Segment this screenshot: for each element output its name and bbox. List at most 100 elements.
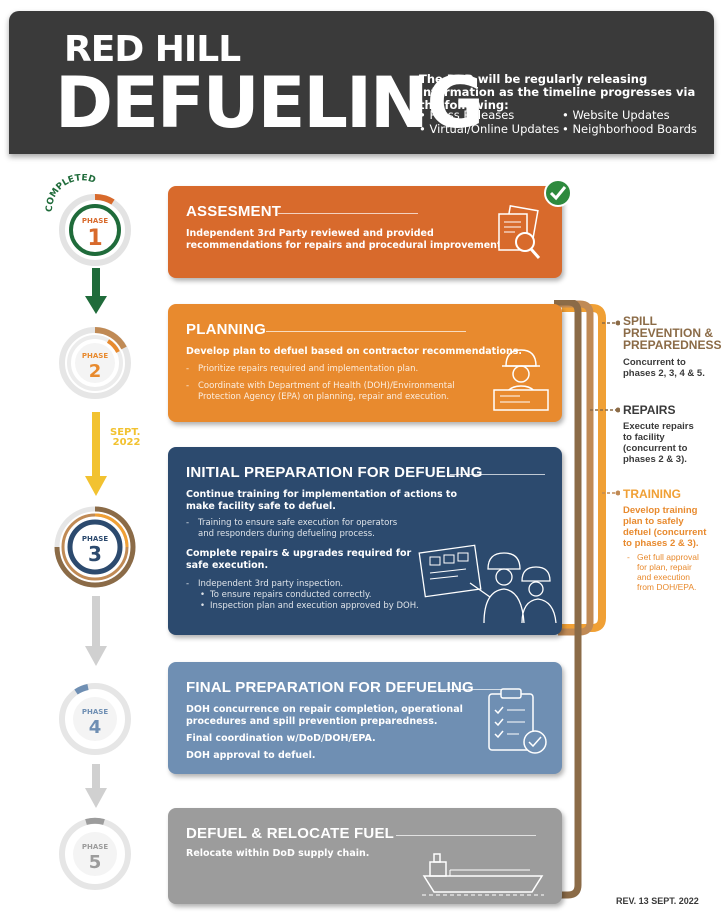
bullet-dot: • (200, 601, 206, 611)
title-rule (266, 331, 466, 332)
card-text: Develop plan to defuel based on contract… (186, 346, 523, 357)
concurrency-brackets (554, 300, 620, 899)
title-rule (396, 835, 536, 836)
phase-number: 5 (89, 852, 102, 873)
side-text: to facility (623, 432, 665, 443)
card-title: INITIAL PREPARATION FOR DEFUELING (186, 464, 483, 481)
phase-5-dial: PHASE 5 (59, 817, 131, 890)
title-rule (438, 689, 508, 690)
phase-label: PHASE (82, 535, 108, 543)
card-text-line: procedures and spill prevention prepared… (186, 716, 438, 727)
side-title: PREVENTION & (623, 326, 714, 340)
card-title: DEFUEL & RELOCATE FUEL (186, 825, 395, 842)
side-text: (concurrent to (623, 443, 688, 454)
header-intro: The DoD will be regularly releasing info… (419, 72, 696, 112)
side-spill-prevention: SPILL PREVENTION & PREPAREDNESS Concurre… (623, 315, 721, 379)
arrow-down-gray-icon (85, 596, 107, 666)
bullet-dash: - (186, 579, 190, 589)
card-bullet: and responders during defueling process. (198, 529, 375, 539)
side-title: TRAINING (623, 487, 681, 501)
documents-icon (498, 204, 541, 259)
card-bullet: Training to ensure safe execution for op… (198, 518, 398, 528)
card-bullet: Prioritize repairs required and implemen… (198, 364, 419, 374)
phase-number: 1 (87, 226, 102, 251)
card-bullet: Independent 3rd party inspection. (198, 579, 344, 589)
channels-list-2: Website Updates Neighborhood Boards (562, 108, 697, 136)
bullet-dash: - (186, 381, 190, 391)
card-initial-preparation: INITIAL PREPARATION FOR DEFUELING Contin… (168, 447, 562, 635)
worker-plan-icon (493, 349, 549, 411)
title-line2: DEFUELING (55, 62, 484, 144)
bullet-dot: • (200, 590, 206, 600)
phase-4-dial: PHASE 4 (59, 683, 131, 755)
clipboard-check-icon (488, 688, 547, 754)
marker-month: SEPT. (110, 427, 141, 438)
phase-number: 4 (89, 717, 102, 738)
card-text-line: safe execution. (186, 560, 269, 571)
phase-label: PHASE (82, 843, 108, 851)
side-note: - Get full approval for plan, repair and… (627, 552, 699, 592)
card-text-line: Continue training for implementation of … (186, 489, 458, 500)
channel-item: Website Updates (562, 108, 697, 122)
phase-label: PHASE (82, 352, 108, 360)
side-text: Execute repairs (623, 421, 694, 432)
header-banner: RED HILL DEFUELING The DoD will be regul… (9, 11, 714, 154)
channel-item: Virtual/Online Updates (419, 122, 559, 136)
card-final-preparation: FINAL PREPARATION FOR DEFUELING DOH conc… (168, 662, 562, 774)
arrow-down-green-icon (85, 268, 107, 314)
card-text: Relocate within DoD supply chain. (186, 848, 370, 859)
check-icon (544, 179, 572, 207)
side-text: Develop training (623, 505, 698, 516)
workers-board-icon (418, 544, 557, 624)
card-title: FINAL PREPARATION FOR DEFUELING (186, 679, 474, 696)
side-note-line: from DOH/EPA. (637, 582, 697, 592)
card-text-line: Independent 3rd Party reviewed and provi… (186, 228, 434, 239)
card-text-line: DOH approval to defuel. (186, 750, 316, 761)
arrow-down-gray-icon (85, 764, 107, 808)
phase-2-dial: PHASE 2 (59, 327, 131, 399)
side-text: defuel (concurrent (623, 527, 707, 538)
side-note-line: Get full approval (637, 552, 699, 562)
completed-badge: COMPLETED (44, 173, 104, 214)
timeline-marker: SEPT. 2022 (110, 428, 140, 448)
phase-number: 3 (88, 542, 102, 566)
svg-text:COMPLETED: COMPLETED (45, 174, 97, 212)
card-subbullet: To ensure repairs conducted correctly. (210, 590, 372, 600)
phase-3-dial: PHASE 3 (54, 506, 136, 588)
side-text: phases 2, 3, 4 & 5. (623, 368, 705, 379)
bullet-dash: - (186, 364, 190, 374)
side-text: phases 2 & 3). (623, 454, 687, 465)
card-text-line: Complete repairs & upgrades required for (186, 548, 412, 559)
card-bullet: Protection Agency (EPA) on planning, rep… (198, 392, 450, 402)
title-rule (450, 474, 545, 475)
card-bullet: Coordinate with Department of Health (DO… (198, 381, 455, 391)
bullet-dash: - (627, 552, 630, 562)
tanker-ship-icon (422, 853, 544, 896)
card-text-line: DOH concurrence on repair completion, op… (186, 704, 463, 715)
marker-year: 2022 (112, 437, 141, 448)
card-text-line: recommendations for repairs and procedur… (186, 240, 511, 251)
channel-item: Neighborhood Boards (562, 122, 696, 136)
card-text-line: make facility safe to defuel. (186, 501, 336, 512)
card-text-line: Final coordination w/DoD/DOH/EPA. (186, 733, 376, 744)
completed-text: COMPLETED (45, 173, 97, 212)
side-title: SPILL (623, 314, 658, 328)
side-note-line: and execution (637, 572, 690, 582)
channel-item: Press Releases (419, 108, 559, 122)
side-title: REPAIRS (623, 403, 676, 417)
side-title: PREPAREDNESS (623, 338, 722, 352)
channels-list-1: Press Releases Virtual/Online Updates (419, 108, 559, 136)
side-repairs: REPAIRS Execute repairs to facility (con… (623, 403, 694, 466)
phase-1-dial: PHASE 1 (59, 194, 131, 266)
phase-number: 2 (89, 361, 102, 382)
side-text: plan to safely (623, 516, 684, 527)
title-rule (278, 213, 418, 214)
bullet-dash: - (186, 518, 190, 528)
card-assessment: ASSESMENT Independent 3rd Party reviewed… (168, 186, 562, 278)
phase-label: PHASE (82, 708, 108, 716)
side-text: Concurrent to (623, 357, 686, 368)
card-planning: PLANNING Develop plan to defuel based on… (168, 304, 562, 422)
card-title: PLANNING (186, 321, 266, 338)
revision-label: REV. 13 SEPT. 2022 (616, 896, 699, 906)
title-line1: RED HILL (64, 29, 241, 70)
